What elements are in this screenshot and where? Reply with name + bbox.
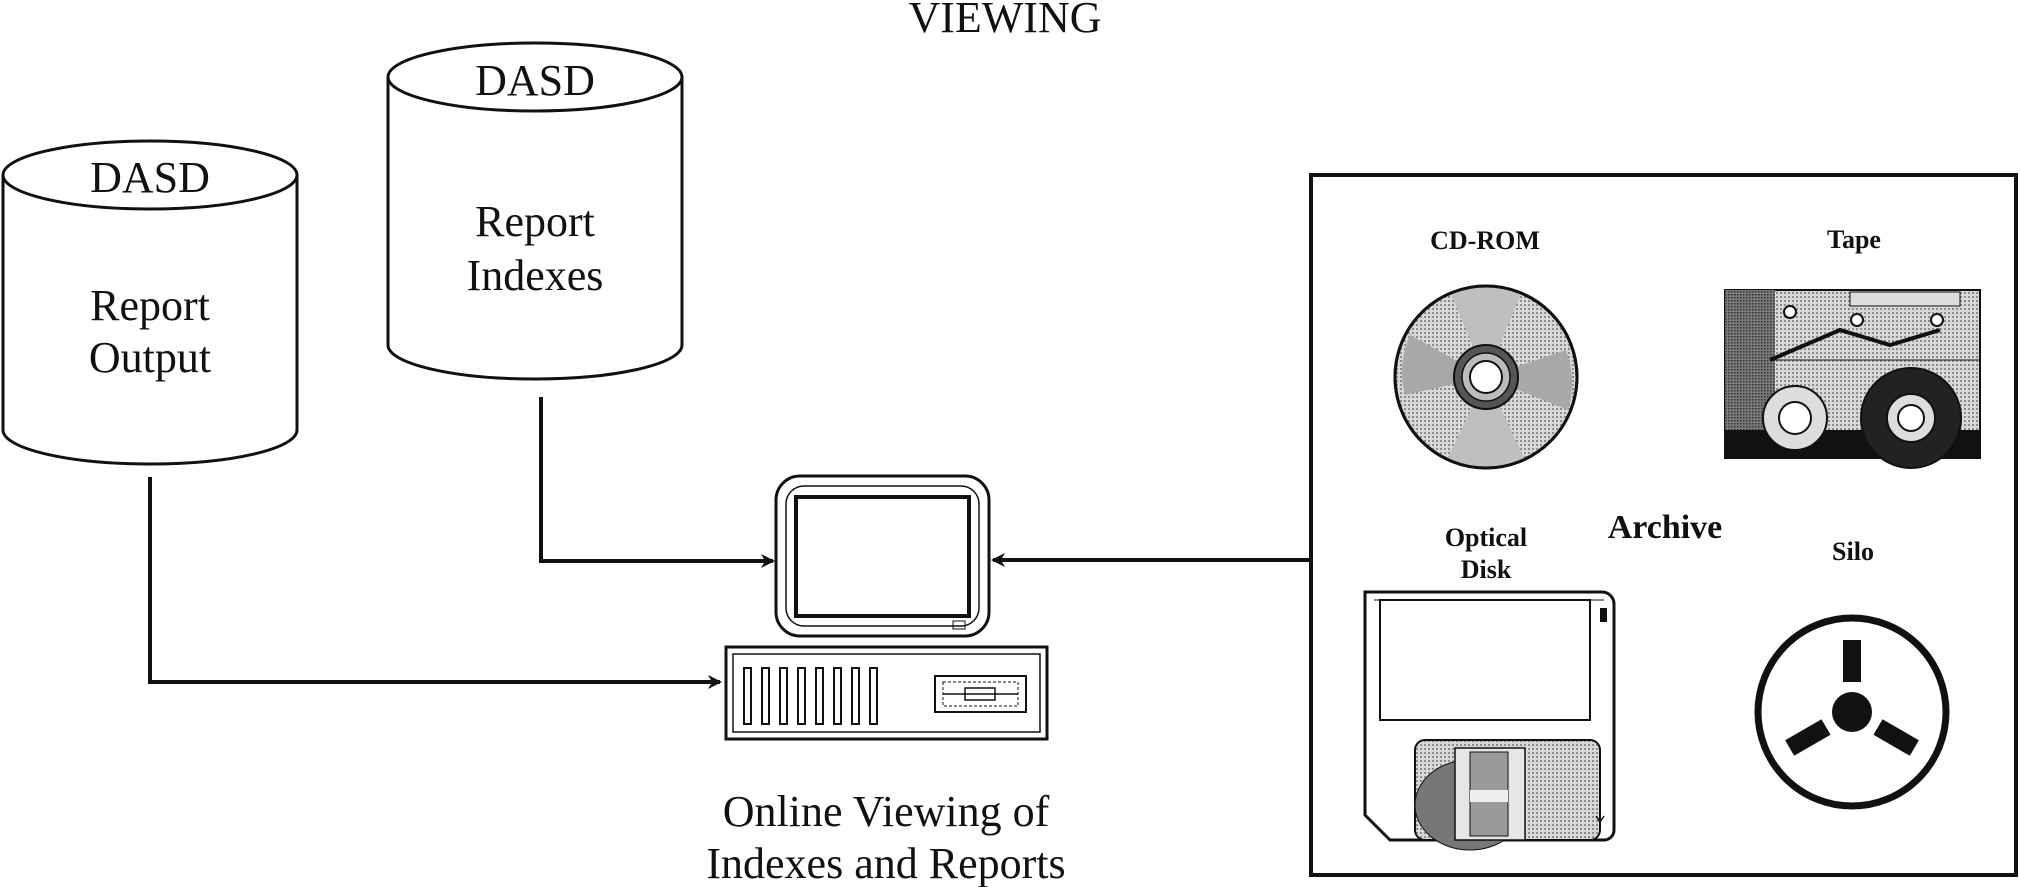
silo-reel-icon [1754, 614, 1950, 810]
tape-label: Tape [1827, 225, 1881, 254]
dasd-left-line1: Report [90, 281, 210, 330]
cpu-box-icon [724, 645, 1049, 741]
cdrom-icon [1393, 284, 1579, 470]
optical-disk-icon [1363, 590, 1616, 851]
dasd-report-indexes: DASD Report Indexes [386, 41, 684, 381]
tape-icon [1724, 289, 1981, 469]
optical-label-line1: Optical [1445, 523, 1527, 552]
dasd-left-header: DASD [90, 153, 210, 202]
silo-label: Silo [1832, 537, 1874, 566]
dasd-mid-line2: Indexes [467, 251, 604, 300]
dasd-left-line2: Output [89, 333, 211, 382]
workstation-caption-line1: Online Viewing of [723, 787, 1050, 836]
connector-indexes-to-monitor [539, 397, 775, 568]
workstation-caption-line2: Indexes and Reports [706, 839, 1065, 887]
dasd-report-output: DASD Report Output [1, 139, 299, 466]
dasd-mid-header: DASD [475, 56, 595, 105]
monitor-icon [774, 474, 991, 638]
diagram-title: VIEWING [908, 0, 1101, 42]
dasd-mid-line1: Report [475, 197, 595, 246]
cdrom-label: CD-ROM [1430, 226, 1540, 255]
optical-label-line2: Disk [1461, 555, 1512, 584]
connector-output-to-cpu [148, 477, 722, 689]
archive-label: Archive [1608, 509, 1723, 546]
